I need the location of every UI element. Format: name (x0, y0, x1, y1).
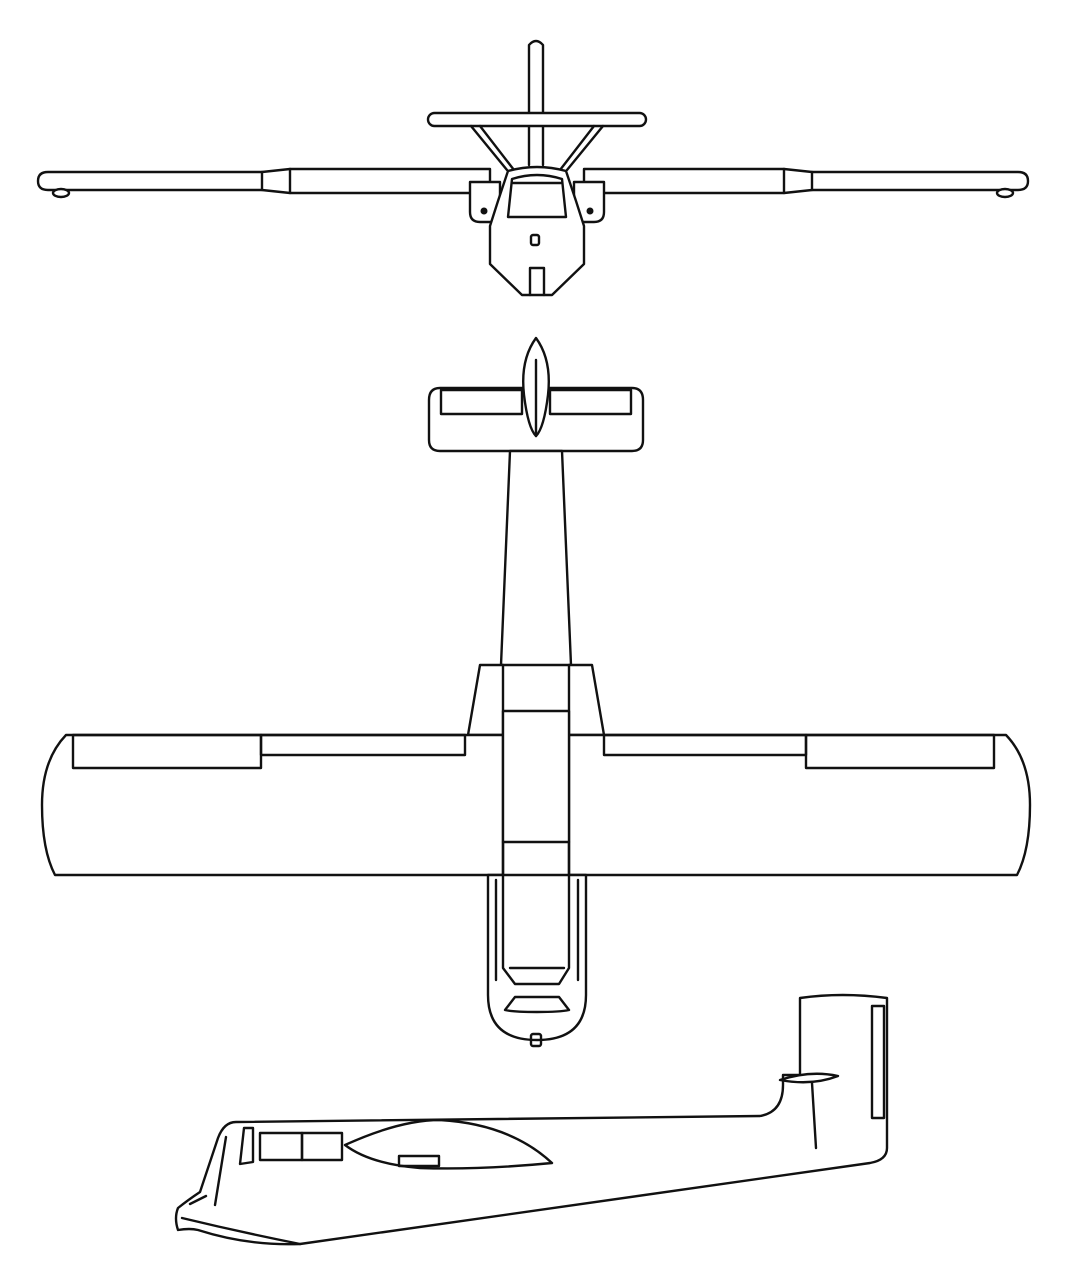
front-view (36, 39, 1030, 297)
canopy-front (506, 173, 568, 219)
wing-front-right (582, 167, 1030, 195)
tail-strut-left-outer (469, 124, 509, 172)
fuselage-inner-top (501, 840, 571, 986)
tip-skid-left (51, 187, 71, 199)
tow-hook-front (529, 233, 541, 247)
side-view (174, 993, 889, 1246)
top-view (40, 336, 1032, 1048)
cockpit-window-2 (300, 1131, 344, 1162)
tailplane-side (778, 1072, 840, 1084)
wing-right-top (567, 733, 1032, 877)
wing-fairing-left (466, 663, 505, 737)
wheel-left-front (480, 207, 488, 215)
tailplane-front (426, 111, 648, 128)
nose-tip-top (529, 1032, 543, 1048)
canopy-frame-top (503, 995, 571, 1014)
wing-root-fairing-side (397, 1154, 441, 1168)
nose-skid-front (528, 266, 546, 297)
wing-front-left (36, 167, 492, 195)
tip-skid-right (995, 187, 1015, 199)
tail-strut-right-outer (565, 124, 605, 172)
wing-left-top (40, 733, 505, 877)
rudder-side (870, 1004, 886, 1120)
fuselage-front (488, 165, 586, 297)
tail-strut-side (810, 1081, 818, 1150)
fin-front (527, 39, 545, 167)
wing-fairing-right (567, 663, 606, 737)
tailboom-top (499, 449, 573, 667)
wheel-right-front (586, 207, 594, 215)
flap-left (259, 733, 467, 757)
elevator-left (439, 388, 524, 416)
tail-strut-right-inner (558, 124, 596, 172)
fuselage-side (174, 993, 889, 1246)
canopy-frame-side (213, 1135, 228, 1207)
flap-right (602, 733, 808, 757)
skid-side (180, 1216, 302, 1246)
tail-strut-left-inner (478, 124, 516, 172)
elevator-right (548, 388, 633, 416)
wing-centre-section (501, 709, 571, 844)
canopy-side (238, 1126, 255, 1166)
nose-detail (188, 1194, 208, 1206)
